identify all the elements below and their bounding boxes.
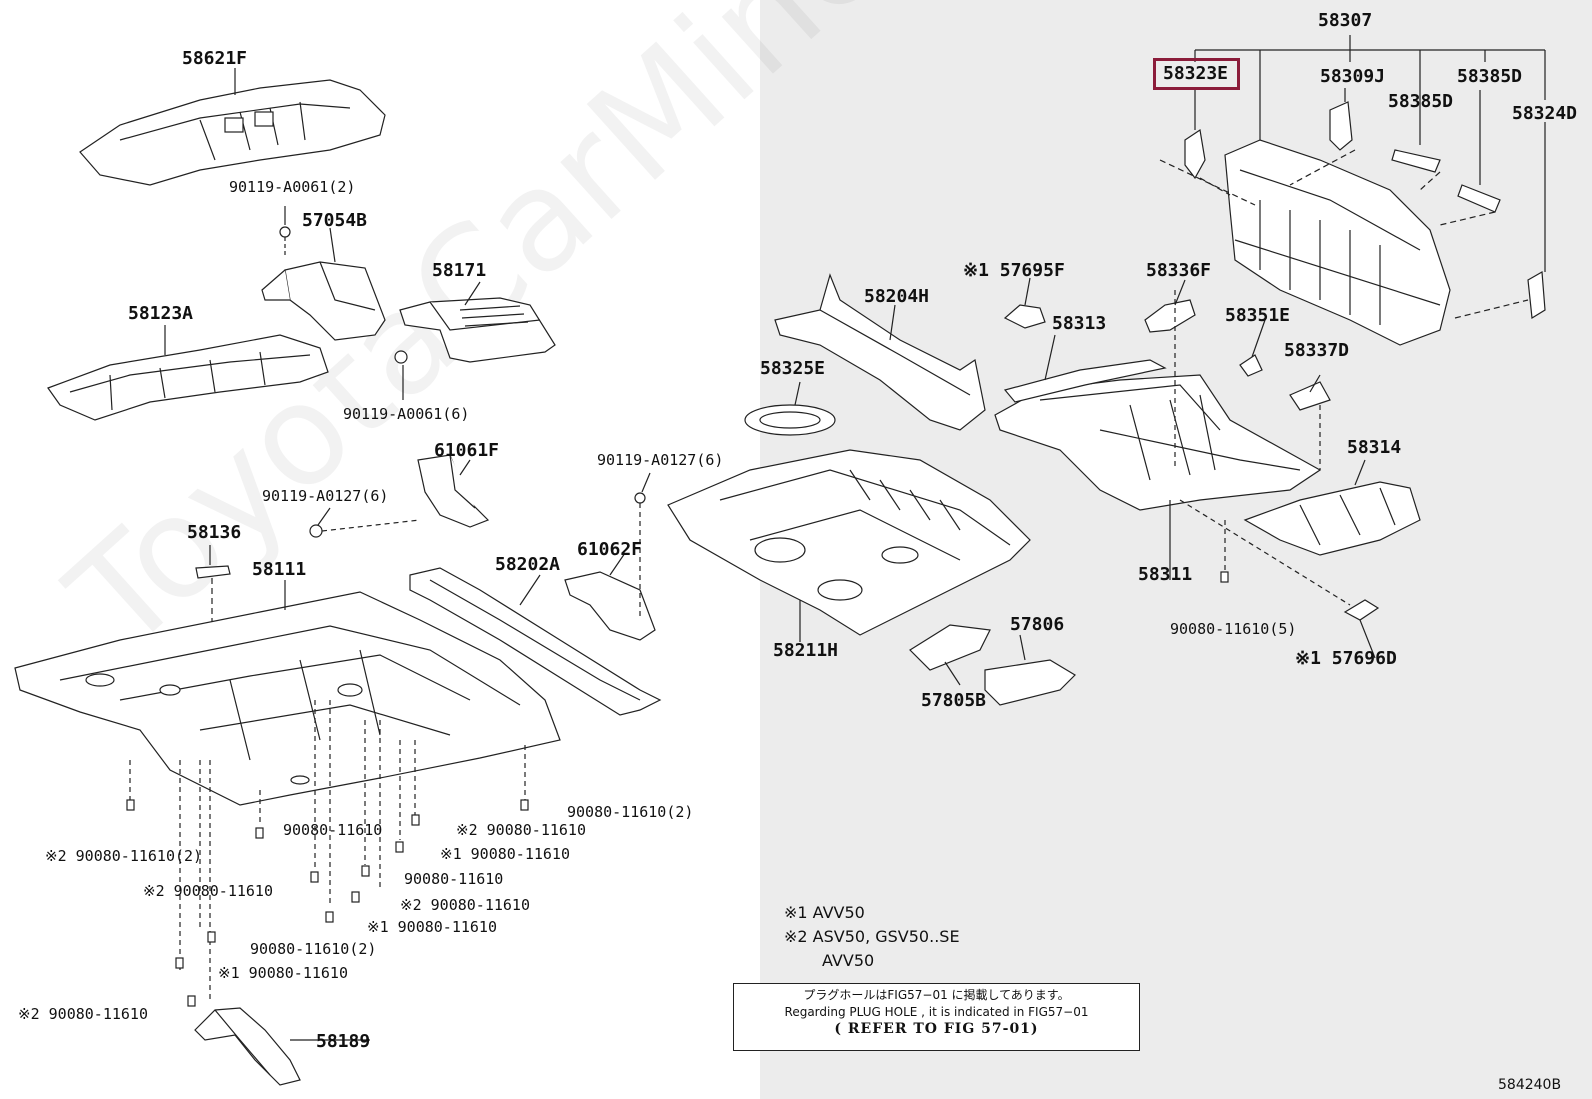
part-58351E-shape xyxy=(1239,354,1263,377)
bolt-label-mid-5[interactable]: ※2 90080-11610 xyxy=(143,882,273,900)
label-58336F[interactable]: 58336F xyxy=(1146,260,1212,281)
part-58325E-shape xyxy=(744,404,836,436)
part-58171-shape xyxy=(399,297,556,363)
figure-code: 584240B xyxy=(1498,1077,1562,1093)
label-58325E[interactable]: 58325E xyxy=(760,358,826,379)
legend-line-2: ※2 ASV50, GSV50..SE xyxy=(784,927,960,946)
label-58621F[interactable]: 58621F xyxy=(182,48,248,69)
legend-line-1: ※1 AVV50 xyxy=(784,903,865,922)
assembly-dashed xyxy=(1159,149,1529,319)
label-58309J[interactable]: 58309J xyxy=(1320,66,1386,87)
highlight-frame xyxy=(1153,58,1240,90)
part-58385D-a-shape xyxy=(1391,149,1441,173)
part-58309J-shape xyxy=(1329,101,1353,151)
note-japanese: プラグホールはFIG57−01 に掲載してあります。 xyxy=(803,988,1070,1002)
note-english: Regarding PLUG HOLE , it is indicated in… xyxy=(784,1005,1089,1019)
label-58385D-b[interactable]: 58385D xyxy=(1457,66,1523,87)
part-61062F-shape xyxy=(564,492,656,641)
bolt-label-mid-3[interactable]: ※1 90080-11610 xyxy=(440,845,570,863)
part-58211H-shape xyxy=(667,449,1031,636)
part-58204H-shape xyxy=(774,273,986,431)
part-58313-shape xyxy=(1003,359,1167,403)
legend-line-3: AVV50 xyxy=(822,951,875,970)
label-58211H[interactable]: 58211H xyxy=(773,640,839,661)
bolt-label-90119-A0061-2[interactable]: 90119-A0061(2) xyxy=(229,178,356,196)
part-58314-shape xyxy=(1243,481,1421,556)
label-61061F[interactable]: 61061F xyxy=(434,440,500,461)
part-57695F-shape xyxy=(1003,304,1046,329)
note-box: プラグホールはFIG57−01 に掲載してあります。 Regarding PLU… xyxy=(733,983,1140,1051)
part-58123A-shape xyxy=(47,334,329,421)
label-58123A[interactable]: 58123A xyxy=(128,303,194,324)
label-57806[interactable]: 57806 xyxy=(1010,614,1065,635)
bolt-58311 xyxy=(1220,520,1229,583)
bolt-heads xyxy=(126,799,529,1007)
bolt-label-90119-A0127-6b[interactable]: 90119-A0127(6) xyxy=(597,451,724,469)
bolt-label-left-2[interactable]: ※2 90080-11610(2) xyxy=(45,847,203,865)
label-58324D[interactable]: 58324D xyxy=(1512,103,1578,124)
bolt-label-mid-7[interactable]: ※1 90080-11610 xyxy=(367,918,497,936)
part-58111-shape xyxy=(14,591,561,806)
part-58189-shape xyxy=(194,1007,301,1086)
label-57695F[interactable]: ※1 57695F xyxy=(963,260,1065,281)
label-58202A[interactable]: 58202A xyxy=(495,554,561,575)
note-refer-link[interactable]: ( REFER TO FIG 57-01) xyxy=(834,1021,1039,1037)
bolt-label-right-2[interactable]: 90080-11610(2) xyxy=(567,803,694,821)
part-57696D-shape xyxy=(1343,599,1380,621)
assembly-leaders xyxy=(1194,35,1546,272)
label-leaders xyxy=(164,68,1376,1041)
part-58336F-shape xyxy=(1144,299,1196,333)
part-58202A-shape xyxy=(409,567,662,716)
part-61061F-shape xyxy=(417,454,490,528)
bolt-shape-a xyxy=(309,519,421,538)
label-61062F[interactable]: 61062F xyxy=(577,539,643,560)
label-58323E[interactable]: 58323E xyxy=(1163,63,1229,84)
label-58204H[interactable]: 58204H xyxy=(864,286,930,307)
part-58307-shape xyxy=(1224,139,1451,346)
bolt-label-bottom[interactable]: ※2 90080-11610 xyxy=(18,1005,148,1023)
label-58313[interactable]: 58313 xyxy=(1052,313,1107,334)
bolt-label-90119-A0061-6[interactable]: 90119-A0061(6) xyxy=(343,405,470,423)
bolt-leaders xyxy=(129,700,526,1000)
part-57805B-shape xyxy=(909,624,991,671)
label-58171[interactable]: 58171 xyxy=(432,260,487,281)
bolt-label-mid-6[interactable]: ※2 90080-11610 xyxy=(400,896,530,914)
part-58621F-shape xyxy=(79,79,386,186)
label-58136[interactable]: 58136 xyxy=(187,522,242,543)
label-57805B[interactable]: 57805B xyxy=(921,690,987,711)
part-58337D-shape xyxy=(1289,381,1331,411)
label-58307[interactable]: 58307 xyxy=(1318,10,1373,31)
label-58314[interactable]: 58314 xyxy=(1347,437,1402,458)
label-58311[interactable]: 58311 xyxy=(1138,564,1193,585)
label-58189[interactable]: 58189 xyxy=(316,1031,371,1052)
label-58111[interactable]: 58111 xyxy=(252,559,307,580)
dashed-58311 xyxy=(1174,290,1351,606)
bolt-label-mid-9[interactable]: ※1 90080-11610 xyxy=(218,964,348,982)
label-58351E[interactable]: 58351E xyxy=(1225,305,1291,326)
part-58323E-shape xyxy=(1184,128,1206,180)
part-57054B-shape xyxy=(261,226,408,364)
bolt-label-mid-2[interactable]: ※2 90080-11610 xyxy=(456,821,586,839)
part-58324D-shape xyxy=(1527,271,1546,320)
bolt-label-mid-4[interactable]: 90080-11610 xyxy=(404,870,504,888)
bolt-label-90119-A0127-6a[interactable]: 90119-A0127(6) xyxy=(262,487,389,505)
part-57806-shape xyxy=(984,659,1076,706)
bolt-label-mid-1[interactable]: 90080-11610 xyxy=(283,821,383,839)
label-57054B[interactable]: 57054B xyxy=(302,210,368,231)
bolt-label-mid-8[interactable]: 90080-11610(2) xyxy=(250,940,377,958)
label-58385D-a[interactable]: 58385D xyxy=(1388,91,1454,112)
label-57696D[interactable]: ※1 57696D xyxy=(1295,648,1397,669)
bolt-label-58311[interactable]: 90080-11610(5) xyxy=(1170,620,1297,638)
label-58337D[interactable]: 58337D xyxy=(1284,340,1350,361)
part-58385D-b-shape xyxy=(1457,184,1501,213)
